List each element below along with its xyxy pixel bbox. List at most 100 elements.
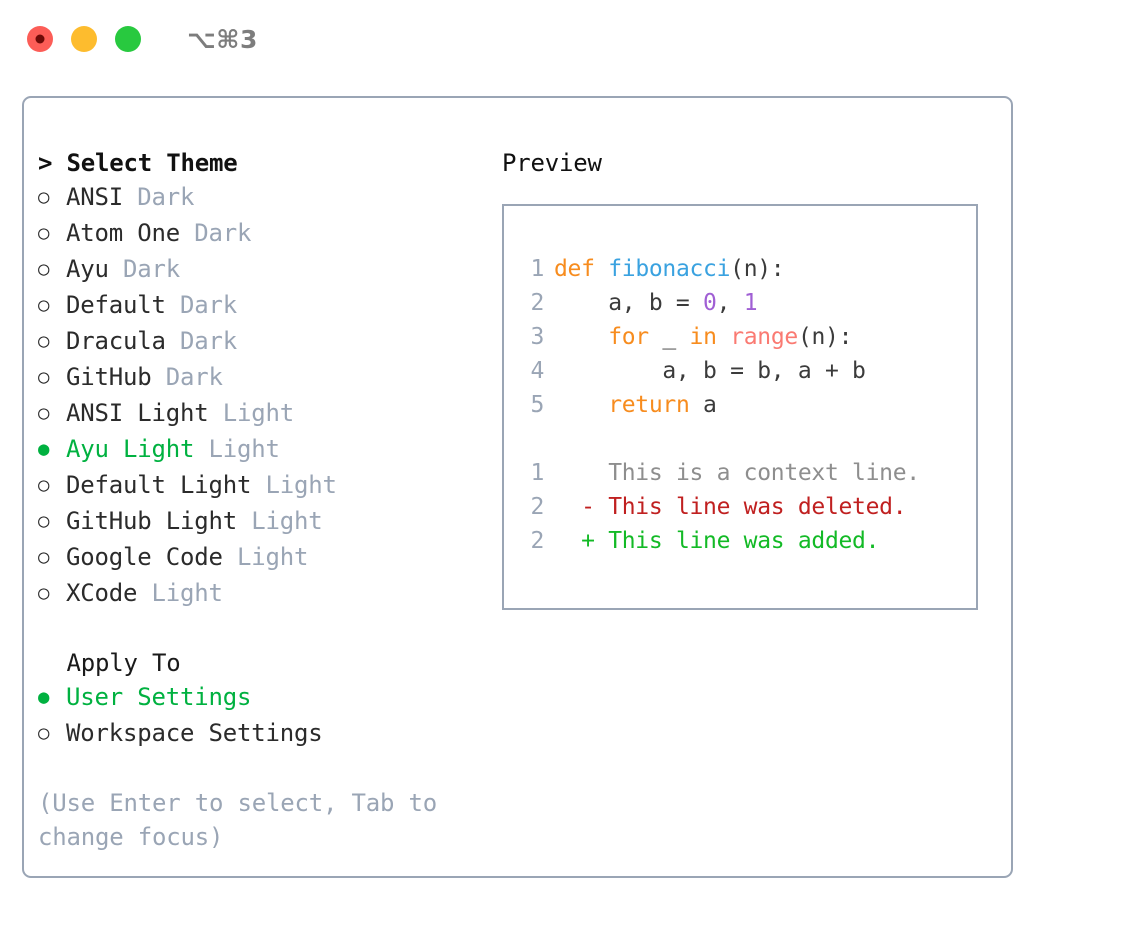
code-token: range xyxy=(730,324,798,350)
radio-unselected-icon: ○ xyxy=(38,474,50,496)
apply-to-option-workspace-settings[interactable]: ○ Workspace Settings xyxy=(38,716,488,752)
code-token: for xyxy=(608,324,649,350)
theme-option-dracula[interactable]: ○Dracula Dark xyxy=(38,324,488,360)
theme-name: ANSI Light xyxy=(66,399,209,427)
diff-line: 2 + This line was added. xyxy=(522,524,920,558)
diff-text: This line was deleted. xyxy=(608,494,907,520)
diff-sign: + xyxy=(554,528,609,554)
theme-name: GitHub xyxy=(66,363,152,391)
radio-unselected-icon: ○ xyxy=(38,330,50,352)
radio-selected-icon: ● xyxy=(38,686,50,708)
line-number: 1 xyxy=(530,256,544,282)
code-line: 4 a, b = b, a + b xyxy=(522,354,920,388)
theme-variant-tag: Light xyxy=(237,507,323,535)
preview-title: Preview xyxy=(502,149,602,177)
theme-variant-tag: Dark xyxy=(165,291,237,319)
theme-variant-tag: Dark xyxy=(180,219,252,247)
radio-unselected-icon: ○ xyxy=(38,582,50,604)
line-number: 4 xyxy=(530,358,544,384)
theme-variant-tag: Light xyxy=(251,471,337,499)
code-token xyxy=(717,324,731,350)
apply-to-header: Apply To xyxy=(38,649,181,677)
theme-option-default-light[interactable]: ○ Default Light Light xyxy=(38,468,488,504)
theme-option-github[interactable]: ○ GitHub Dark xyxy=(38,360,488,396)
code-line: 5 return a xyxy=(522,388,920,422)
theme-selector-column: > Select Theme ○ANSI Dark○Atom One Dark○… xyxy=(38,146,488,854)
diff-sign: - xyxy=(554,494,609,520)
hint-spacer xyxy=(38,752,488,786)
theme-variant-tag: Dark xyxy=(123,183,195,211)
radio-unselected-icon: ○ xyxy=(38,722,50,744)
theme-option-ansi[interactable]: ○ ANSI Dark xyxy=(38,180,488,216)
theme-name: ANSI xyxy=(66,183,123,211)
code-line: 2 a, b = 0, 1 xyxy=(522,286,920,320)
code-token xyxy=(554,324,608,350)
code-token: a, b = b, a + b xyxy=(554,358,866,384)
code-token: return xyxy=(608,392,690,418)
radio-unselected-icon: ○ xyxy=(38,510,50,532)
code-token: 0 xyxy=(703,290,717,316)
diff-line: 2 - This line was deleted. xyxy=(522,490,920,524)
line-number: 5 xyxy=(530,392,544,418)
keyboard-hint-text: (Use Enter to select, Tab to change focu… xyxy=(38,789,437,851)
window-controls xyxy=(27,26,141,52)
diff-line: 1 This is a context line. xyxy=(522,456,920,490)
apply-to-list: ●User Settings ○ Workspace Settings xyxy=(38,680,488,752)
theme-variant-tag: Dark xyxy=(151,363,223,391)
diff-text: This line was added. xyxy=(608,528,880,554)
code-token: (n): xyxy=(797,324,853,350)
theme-option-ayu-light[interactable]: ●Ayu Light Light xyxy=(38,432,488,468)
close-button[interactable] xyxy=(27,26,53,52)
code-token: a, b = xyxy=(554,290,704,316)
theme-list: ○ANSI Dark○Atom One Dark○Ayu Dark○Defaul… xyxy=(38,180,488,612)
theme-variant-tag: Light xyxy=(222,543,309,571)
code-token: def xyxy=(554,256,595,282)
radio-unselected-icon: ○ xyxy=(38,258,50,280)
line-number: 1 xyxy=(530,460,544,486)
minimize-button[interactable] xyxy=(71,26,97,52)
theme-option-default[interactable]: ○Default Dark xyxy=(38,288,488,324)
line-number: 2 xyxy=(530,494,544,520)
theme-name: Default Light xyxy=(66,471,252,499)
radio-unselected-icon: ○ xyxy=(38,402,50,424)
code-diff-separator xyxy=(522,422,920,456)
theme-option-ansi-light[interactable]: ○ ANSI Light Light xyxy=(38,396,488,432)
theme-option-ayu[interactable]: ○ Ayu Dark xyxy=(38,252,488,288)
theme-name: XCode xyxy=(66,579,138,607)
theme-name: Google Code xyxy=(66,543,223,571)
line-number: 3 xyxy=(530,324,544,350)
theme-variant-tag: Light xyxy=(208,399,294,427)
line-number: 2 xyxy=(530,528,544,554)
code-token xyxy=(595,256,609,282)
radio-unselected-icon: ○ xyxy=(38,222,50,244)
theme-name: Default xyxy=(66,291,166,319)
line-number: 2 xyxy=(530,290,544,316)
theme-variant-tag: Light xyxy=(194,435,280,463)
select-theme-header: > Select Theme xyxy=(38,149,238,177)
code-token: _ xyxy=(648,324,690,350)
theme-option-xcode[interactable]: ○XCode Light xyxy=(38,576,488,612)
theme-variant-tag: Dark xyxy=(108,255,180,283)
main-panel: > Select Theme ○ANSI Dark○Atom One Dark○… xyxy=(22,96,1013,878)
theme-name: Atom One xyxy=(66,219,180,247)
code-token: 1 xyxy=(743,290,758,316)
radio-selected-icon: ● xyxy=(38,438,50,460)
radio-unselected-icon: ○ xyxy=(38,546,50,568)
diff-text: This is a context line. xyxy=(608,460,920,486)
theme-option-atom-one[interactable]: ○ Atom One Dark xyxy=(38,216,488,252)
code-token: in xyxy=(689,324,717,350)
zoom-button[interactable] xyxy=(115,26,141,52)
code-token: a xyxy=(689,392,717,418)
diff-sign xyxy=(554,460,608,486)
theme-name: Ayu xyxy=(66,255,109,283)
title-bar: ⌥⌘3 xyxy=(0,0,1140,78)
theme-option-github-light[interactable]: ○GitHub Light Light xyxy=(38,504,488,540)
apply-to-label: Workspace Settings xyxy=(66,719,323,747)
radio-unselected-icon: ○ xyxy=(38,186,50,208)
theme-option-google-code[interactable]: ○ Google Code Light xyxy=(38,540,488,576)
radio-unselected-icon: ○ xyxy=(38,366,50,388)
apply-to-option-user-settings[interactable]: ●User Settings xyxy=(38,680,488,716)
